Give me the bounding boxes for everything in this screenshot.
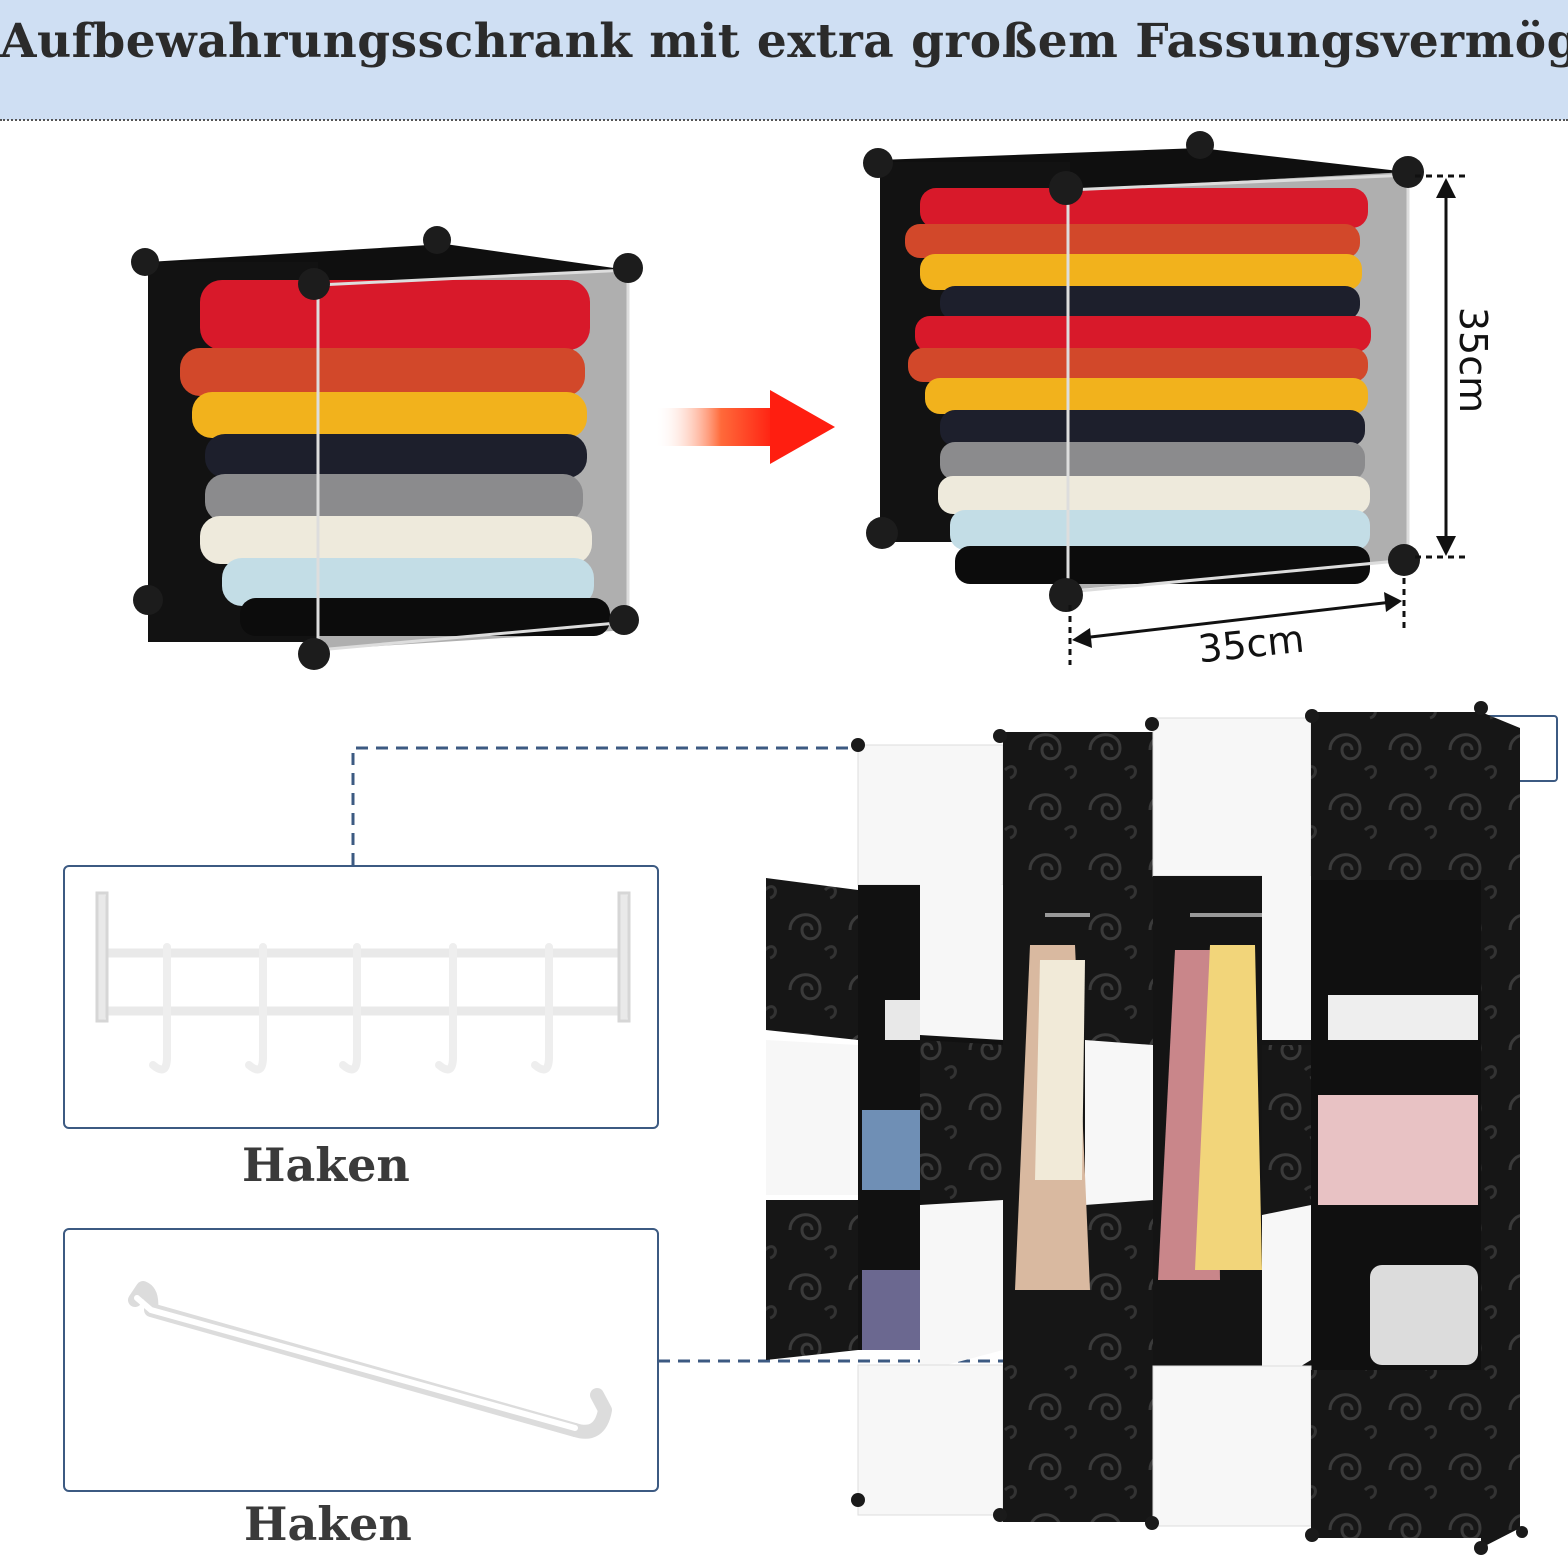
connector-joints-large (863, 131, 1424, 612)
connector-joints (131, 226, 643, 670)
page-title: Aufbewahrungsschrank mit extra großem Fa… (0, 14, 1568, 69)
hook-rail-panel (63, 865, 659, 1129)
hooks (149, 943, 553, 1074)
title-banner: Aufbewahrungsschrank mit extra großem Fa… (0, 0, 1568, 120)
folded-clothes-stack (180, 280, 610, 636)
hanging-rod-panel (63, 1228, 659, 1492)
arrow-right-icon (655, 390, 835, 464)
banner-divider (0, 119, 1568, 121)
hanging-rod-caption: Haken (244, 1497, 412, 1551)
hook-rail-icon (95, 891, 631, 1074)
folded-clothes-stack-large (905, 188, 1371, 584)
height-dimension-line (1415, 174, 1468, 559)
width-dimension-line (1068, 578, 1406, 665)
hook-rail-caption: Haken (242, 1138, 410, 1192)
large-storage-cube (863, 131, 1468, 665)
small-storage-cube (131, 226, 643, 670)
hanging-rod-icon (128, 1281, 612, 1439)
wardrobe-assembly (766, 701, 1528, 1555)
height-dimension-label: 35cm (1451, 306, 1496, 414)
